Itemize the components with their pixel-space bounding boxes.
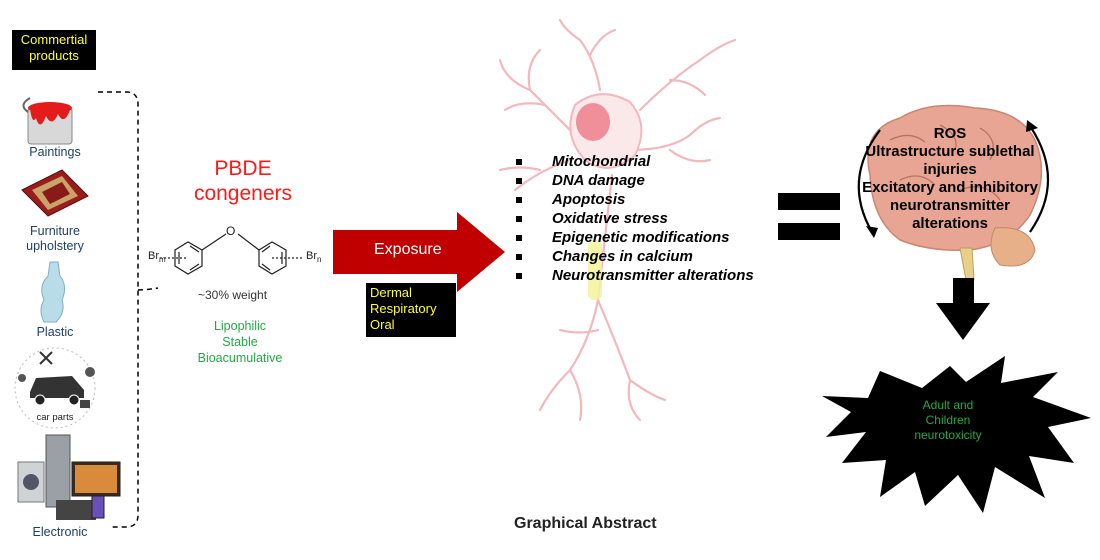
pbde-br-right-symbol: Br [306, 250, 317, 262]
brain-cycle-arrow-right [1029, 125, 1049, 233]
pbde-oxygen-label: O [226, 224, 236, 238]
paint-can-icon [22, 97, 73, 145]
outcome-starburst [822, 356, 1091, 513]
effect-item: Apoptosis [516, 190, 754, 209]
exposure-arrow [333, 212, 505, 292]
brain-cycle-arrow-left [857, 129, 881, 233]
brain-effects-text: ROS Ultrastructure sublethal injuries Ex… [850, 125, 1050, 233]
products-header-text: Commertial products [20, 32, 88, 63]
exposure-label: Exposure [374, 241, 442, 258]
pbde-property-stable: Stable [222, 335, 258, 349]
pbde-br-right: Brn [306, 250, 321, 264]
pbde-title-line2: congeners [193, 182, 293, 205]
pbde-property-lipophilic: Lipophilic [213, 319, 267, 333]
pbde-title-line1: PBDE [214, 157, 272, 180]
outcome-line: Adult and [922, 398, 974, 412]
car-parts-icon [14, 347, 96, 429]
pbde-property-bioaccumulative: Bioacumulative [197, 351, 283, 365]
outcome-line: neurotoxicity [914, 428, 982, 442]
exposure-route-oral: Oral [370, 317, 395, 332]
figure-caption: Graphical Abstract [514, 515, 657, 532]
exposure-route-respiratory: Respiratory [370, 301, 437, 316]
electronics-icon [17, 434, 121, 520]
effect-item: Mitochondrial [516, 152, 754, 171]
brain-cycle-arrowhead-right [1026, 120, 1038, 132]
outcome-text: Adult and Children neurotoxicity [900, 398, 996, 443]
product-label-paintings: Paintings [29, 145, 81, 159]
plastic-bottle-icon [40, 261, 66, 323]
product-label-furniture: Furniture upholstery [26, 224, 84, 253]
pbde-br-left-sub: m [159, 255, 166, 265]
pbde-properties: Lipophilic Stable Bioacumulative [185, 318, 295, 366]
pbde-weight: ~30% weight [198, 288, 268, 302]
effect-item: Epigenetic modifications [516, 228, 754, 247]
equals-bar-top [778, 193, 840, 210]
brain-line: alterations [912, 215, 988, 232]
equals-bar-bottom [778, 223, 840, 240]
effect-item: Oxidative stress [516, 209, 754, 228]
effect-item: Changes in calcium [516, 247, 754, 266]
pbde-br-left-symbol: Br [148, 250, 159, 262]
effect-item: Neurotransmitter alterations [516, 266, 754, 285]
product-label-plastic: Plastic [36, 325, 74, 339]
brain-line: ROS [933, 125, 967, 142]
product-label-electronic: Electronic [32, 525, 88, 539]
brain-line: Excitatory and inhibitory [862, 179, 1038, 196]
effect-item: DNA damage [516, 171, 754, 190]
down-arrow [936, 278, 990, 340]
rug-icon [21, 169, 89, 217]
pbde-br-right-sub: n [317, 255, 322, 265]
brain-line: neurotransmitter [889, 197, 1011, 214]
products-header: Commertial products [12, 30, 96, 70]
brain-cycle-arrowhead-left [866, 226, 878, 238]
bracket-connector [137, 287, 159, 291]
pbde-structure [160, 233, 304, 275]
neuron-nucleus [576, 103, 610, 141]
product-label-car-parts: car parts [36, 412, 74, 423]
brain-illustration [867, 104, 1043, 281]
brain-line: Ultrastructure sublethal [865, 143, 1035, 160]
neuron-axon-myelin [588, 240, 602, 300]
neuro-effects-list: Mitochondrial DNA damage Apoptosis Oxida… [516, 152, 754, 285]
products-bracket [98, 91, 139, 528]
outcome-line: Children [925, 413, 971, 427]
exposure-route-dermal: Dermal [370, 285, 412, 300]
brain-line: injuries [923, 161, 977, 178]
pbde-title: PBDE congeners [188, 156, 298, 206]
exposure-routes-box: Dermal Respiratory Oral [366, 283, 456, 337]
pbde-br-left: Brm [148, 250, 166, 264]
